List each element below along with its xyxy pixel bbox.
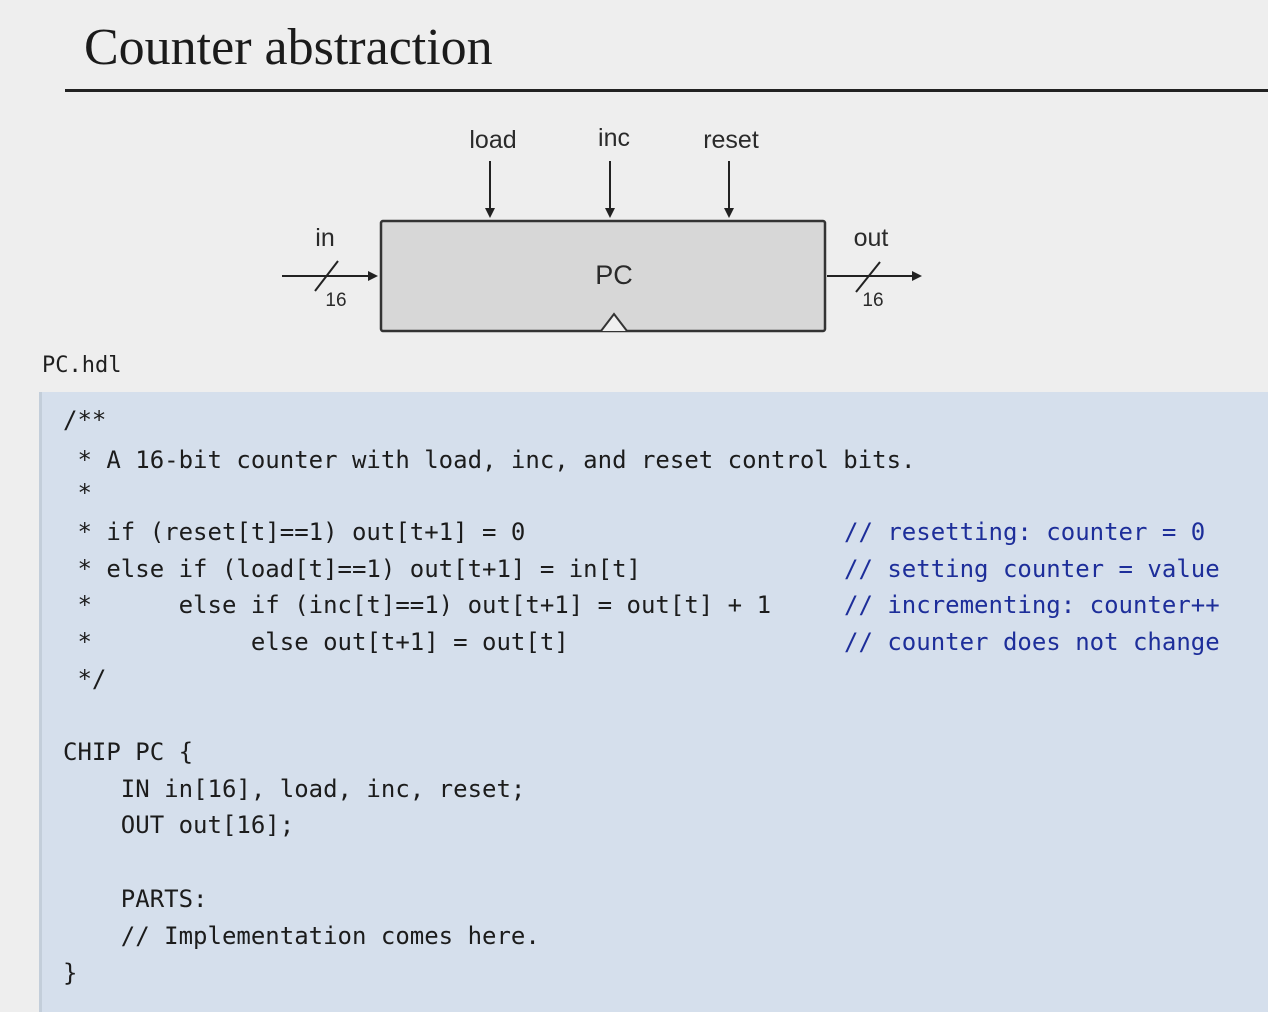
code-line: /** [63,406,107,434]
out-label: out [854,224,889,252]
title-divider [65,89,1268,92]
code-line: * if (reset[t]==1) out[t+1] = 0 [63,518,526,546]
code-filename: PC.hdl [42,353,122,378]
load-label: load [469,126,516,154]
code-line: OUT out[16]; [63,811,295,839]
out-width-label: 16 [862,290,883,311]
code-line: CHIP PC { [63,738,194,766]
reset-label: reset [703,126,759,154]
code-comment: // counter does not change [844,628,1220,656]
code-comment: // resetting: counter = 0 [844,518,1206,546]
chip-label: PC [595,260,633,290]
code-line: * A 16-bit counter with load, inc, and r… [63,446,916,474]
code-line: PARTS: [63,885,208,913]
code-comment: // setting counter = value [844,555,1220,583]
code-line: */ [63,665,107,693]
inc-label: inc [598,124,630,152]
code-line: } [63,959,78,987]
code-line: * [63,479,92,507]
code-line: * else if (load[t]==1) out[t+1] = in[t] [63,555,641,583]
slide-title: Counter abstraction [84,19,493,76]
code-line: // Implementation comes here. [63,922,540,950]
code-line: IN in[16], load, inc, reset; [63,775,526,803]
code-line: * else out[t+1] = out[t] [63,628,569,656]
out-bus-slash [855,261,881,293]
pc-chip-diagram: PC load inc reset in 16 out 16 [282,124,922,333]
in-bus-slash [314,260,339,292]
code-comment: // incrementing: counter++ [844,591,1220,619]
code-panel: /** * A 16-bit counter with load, inc, a… [39,392,1268,1012]
in-width-label: 16 [325,290,346,311]
in-label: in [315,224,334,252]
clock-triangle-icon [600,312,628,332]
code-line: * else if (inc[t]==1) out[t+1] = out[t] … [63,591,772,619]
